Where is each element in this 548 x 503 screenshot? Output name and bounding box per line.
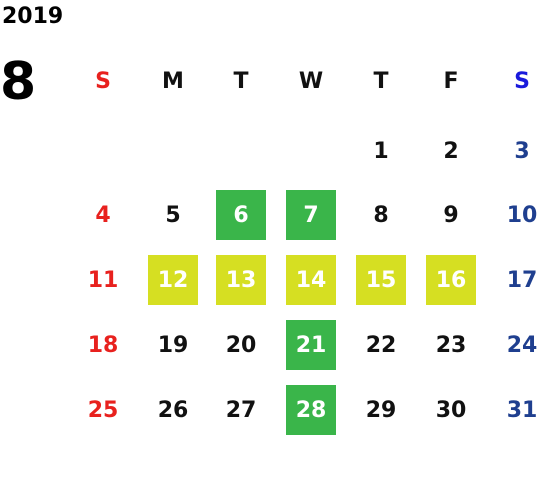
day-cell-27[interactable]: 27 (225, 397, 257, 423)
day-cell-4[interactable]: 4 (95, 202, 111, 228)
day-cell-21[interactable]: 21 (286, 320, 336, 370)
day-cell-10[interactable]: 10 (506, 202, 538, 228)
weekday-header: F (443, 68, 459, 94)
month-number: 8 (0, 52, 37, 112)
day-cell-25[interactable]: 25 (87, 397, 119, 423)
day-cell-22[interactable]: 22 (365, 332, 397, 358)
day-cell-6[interactable]: 6 (216, 190, 266, 240)
day-cell-5[interactable]: 5 (165, 202, 181, 228)
weekday-header: W (298, 68, 324, 94)
day-cell-11[interactable]: 11 (87, 267, 119, 293)
weekday-header: T (373, 68, 389, 94)
day-cell-20[interactable]: 20 (225, 332, 257, 358)
day-cell-9[interactable]: 9 (443, 202, 459, 228)
year-label: 2019 (2, 4, 64, 29)
day-cell-12[interactable]: 12 (148, 255, 198, 305)
day-cell-13[interactable]: 13 (216, 255, 266, 305)
day-cell-31[interactable]: 31 (506, 397, 538, 423)
day-cell-19[interactable]: 19 (157, 332, 189, 358)
day-cell-23[interactable]: 23 (435, 332, 467, 358)
weekday-header: S (95, 68, 111, 94)
day-cell-24[interactable]: 24 (506, 332, 538, 358)
day-cell-3[interactable]: 3 (514, 138, 530, 164)
day-cell-18[interactable]: 18 (87, 332, 119, 358)
day-cell-17[interactable]: 17 (506, 267, 538, 293)
day-cell-26[interactable]: 26 (157, 397, 189, 423)
day-cell-2[interactable]: 2 (443, 138, 459, 164)
day-cell-7[interactable]: 7 (286, 190, 336, 240)
weekday-header: M (162, 68, 184, 94)
day-cell-29[interactable]: 29 (365, 397, 397, 423)
day-cell-28[interactable]: 28 (286, 385, 336, 435)
day-cell-16[interactable]: 16 (426, 255, 476, 305)
weekday-header: T (233, 68, 249, 94)
day-cell-1[interactable]: 1 (373, 138, 389, 164)
day-cell-8[interactable]: 8 (373, 202, 389, 228)
day-cell-30[interactable]: 30 (435, 397, 467, 423)
day-cell-14[interactable]: 14 (286, 255, 336, 305)
day-cell-15[interactable]: 15 (356, 255, 406, 305)
weekday-header: S (514, 68, 530, 94)
